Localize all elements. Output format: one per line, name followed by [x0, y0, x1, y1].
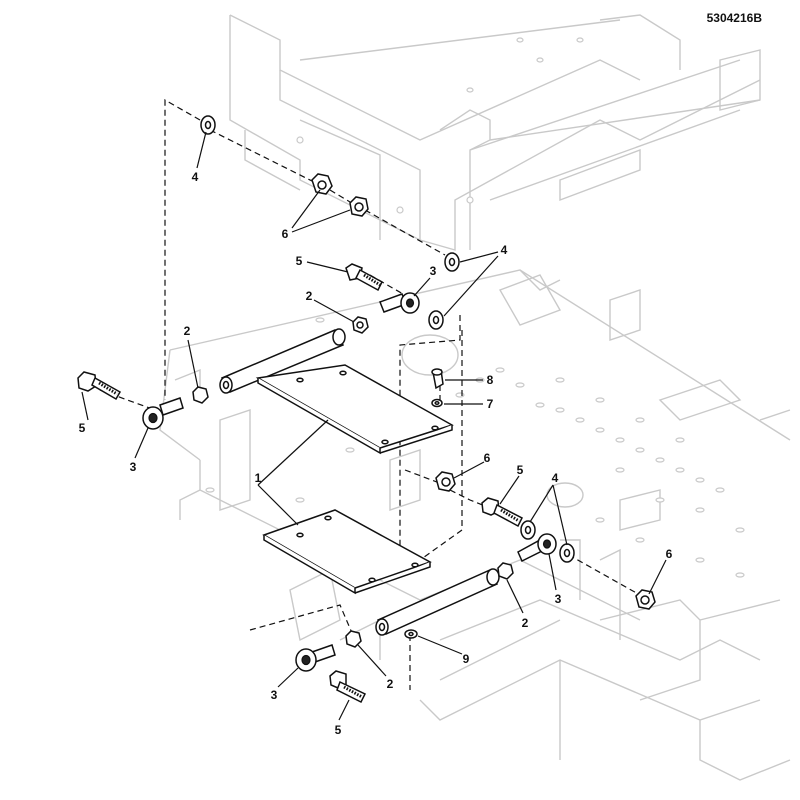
callout-label: 4	[501, 243, 508, 257]
callout-label: 8	[487, 373, 494, 387]
callout-label: 5	[517, 463, 524, 477]
callout-label: 3	[271, 688, 278, 702]
assembly-lines	[99, 98, 641, 690]
callout-label: 2	[387, 677, 394, 691]
callout-label: 3	[430, 264, 437, 278]
plate-part	[255, 364, 454, 455]
callout-label: 3	[130, 460, 137, 474]
callout-label: 6	[666, 547, 673, 561]
tube-part	[375, 568, 500, 636]
callout-label: 5	[335, 723, 342, 737]
callout-label: 6	[484, 451, 491, 465]
callout-label: 7	[487, 397, 494, 411]
callout-label: 5	[296, 254, 303, 268]
rod-end-part	[142, 397, 184, 430]
callout-label: 3	[555, 592, 562, 606]
flange-nut-part	[311, 173, 369, 217]
rod-end-part	[379, 292, 420, 314]
callout-label: 2	[522, 616, 529, 630]
callouts: 4 6 5 3 4 2 2 8 7 5 3 1 6 5 4 3 2 6 9 2 …	[79, 170, 673, 737]
tube-part	[219, 328, 346, 394]
callout-label: 2	[306, 289, 313, 303]
frame-background	[159, 14, 791, 781]
callout-label: 4	[552, 471, 559, 485]
hardware-parts	[77, 115, 656, 704]
callout-label: 5	[79, 421, 86, 435]
plate-part	[262, 509, 432, 595]
callout-label: 4	[192, 170, 199, 184]
deck-holes	[205, 37, 745, 578]
figure-id: 5304216B	[707, 11, 763, 25]
callout-label: 1	[255, 471, 262, 485]
leader-lines	[81, 131, 667, 721]
callout-label: 6	[282, 227, 289, 241]
bolt-part	[345, 263, 383, 292]
callout-label: 9	[463, 652, 470, 666]
callout-label: 2	[184, 324, 191, 338]
